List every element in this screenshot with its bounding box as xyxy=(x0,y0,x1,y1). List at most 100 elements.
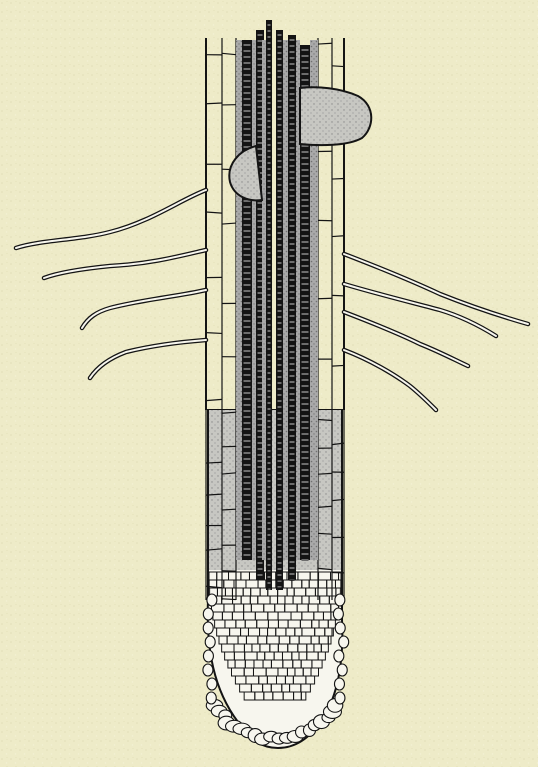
vessel-pit xyxy=(258,46,263,48)
vessel-pit xyxy=(268,390,271,392)
vessel-pit xyxy=(258,526,263,528)
vessel-pit xyxy=(278,430,282,432)
vessel-pit xyxy=(290,531,295,533)
vessel-pit xyxy=(302,301,309,303)
vessel-pit xyxy=(290,327,295,329)
vessel-pit xyxy=(302,289,309,291)
cortex-cross-wall xyxy=(332,179,344,180)
vessel-pit xyxy=(278,322,282,324)
vessel-pit xyxy=(244,98,251,100)
sloughed-cap-cell xyxy=(335,692,345,704)
cortex-cross-wall xyxy=(318,298,332,299)
vessel-pit xyxy=(290,261,295,263)
vessel-pit xyxy=(278,286,282,288)
vessel-pit xyxy=(244,398,251,400)
vessel-pit xyxy=(258,280,263,282)
sloughed-cap-cell xyxy=(207,678,217,690)
vessel-pit xyxy=(302,241,309,243)
vessel-pit xyxy=(278,466,282,468)
vessel-pit xyxy=(290,273,295,275)
vessel-pit xyxy=(258,52,263,54)
vessel-pit xyxy=(258,262,263,264)
vessel-pit xyxy=(278,136,282,138)
vessel-pit xyxy=(278,382,282,384)
pericycle-cells xyxy=(283,40,288,560)
vessel-pit xyxy=(244,248,251,250)
vessel-pit xyxy=(290,201,295,203)
vessel-pit xyxy=(302,277,309,279)
vessel-pit xyxy=(302,385,309,387)
vessel-pit xyxy=(302,67,309,69)
vessel-pit xyxy=(244,392,251,394)
vessel-pit xyxy=(290,93,295,95)
vessel-pit xyxy=(278,562,282,564)
vessel-pit xyxy=(302,421,309,423)
vessel-pit xyxy=(278,46,282,48)
vessel-pit xyxy=(290,81,295,83)
vessel-pit xyxy=(258,136,263,138)
cortex-cross-wall xyxy=(318,43,332,44)
vessel-pit xyxy=(278,370,282,372)
vessel-pit xyxy=(268,420,271,422)
vessel-pit xyxy=(278,70,282,72)
vessel-pit xyxy=(244,260,251,262)
vessel-pit xyxy=(268,468,271,470)
vessel-pit xyxy=(244,500,251,502)
vessel-pit xyxy=(278,100,282,102)
cortex-cross-wall xyxy=(318,473,332,474)
vessel-pit xyxy=(244,62,251,64)
vessel-pit xyxy=(244,44,251,46)
vessel-pit xyxy=(244,482,251,484)
vessel-pit xyxy=(268,486,271,488)
sloughed-cap-cell xyxy=(334,678,344,690)
vessel-pit xyxy=(268,564,271,566)
vessel-pit xyxy=(290,495,295,497)
sloughed-cap-cell xyxy=(334,650,344,662)
vessel-pit xyxy=(290,315,295,317)
vessel-pit xyxy=(278,316,282,318)
vessel-pit xyxy=(302,265,309,267)
vessel-pit xyxy=(258,274,263,276)
vessel-pit xyxy=(268,102,271,104)
vessel-pit xyxy=(268,156,271,158)
vessel-pit xyxy=(302,439,309,441)
vessel-pit xyxy=(290,135,295,137)
vessel-pit xyxy=(278,352,282,354)
sloughed-cap-cell xyxy=(335,594,345,606)
vessel-pit xyxy=(302,181,309,183)
vessel-pit xyxy=(244,122,251,124)
vessel-pit xyxy=(278,346,282,348)
vessel-pit xyxy=(268,396,271,398)
vessel-pit xyxy=(302,235,309,237)
vessel-pit xyxy=(244,476,251,478)
vessel-pit xyxy=(290,465,295,467)
vessel-pit xyxy=(290,453,295,455)
vessel-pit xyxy=(302,367,309,369)
vessel-pit xyxy=(302,319,309,321)
vessel-pit xyxy=(302,193,309,195)
vessel-pit xyxy=(302,535,309,537)
vessel-pit xyxy=(302,457,309,459)
vessel-pit xyxy=(244,74,251,76)
vessel-pit xyxy=(258,394,263,396)
vessel-pit xyxy=(302,205,309,207)
vessel-pit xyxy=(268,294,271,296)
vessel-pit xyxy=(244,518,251,520)
vessel-pit xyxy=(244,86,251,88)
vessel-pit xyxy=(268,408,271,410)
vessel-pit xyxy=(278,238,282,240)
vessel-pit xyxy=(302,349,309,351)
vessel-pit xyxy=(268,432,271,434)
vessel-pit xyxy=(244,236,251,238)
vessel-pit xyxy=(302,157,309,159)
vessel-pit xyxy=(278,406,282,408)
vessel-pit xyxy=(302,463,309,465)
vessel-pit xyxy=(258,520,263,522)
vascular-strand xyxy=(288,35,296,580)
vessel-pit xyxy=(302,79,309,81)
vessel-pit xyxy=(278,364,282,366)
vessel-pit xyxy=(244,464,251,466)
vessel-pit xyxy=(258,400,263,402)
vessel-pit xyxy=(278,544,282,546)
vessel-pit xyxy=(244,344,251,346)
